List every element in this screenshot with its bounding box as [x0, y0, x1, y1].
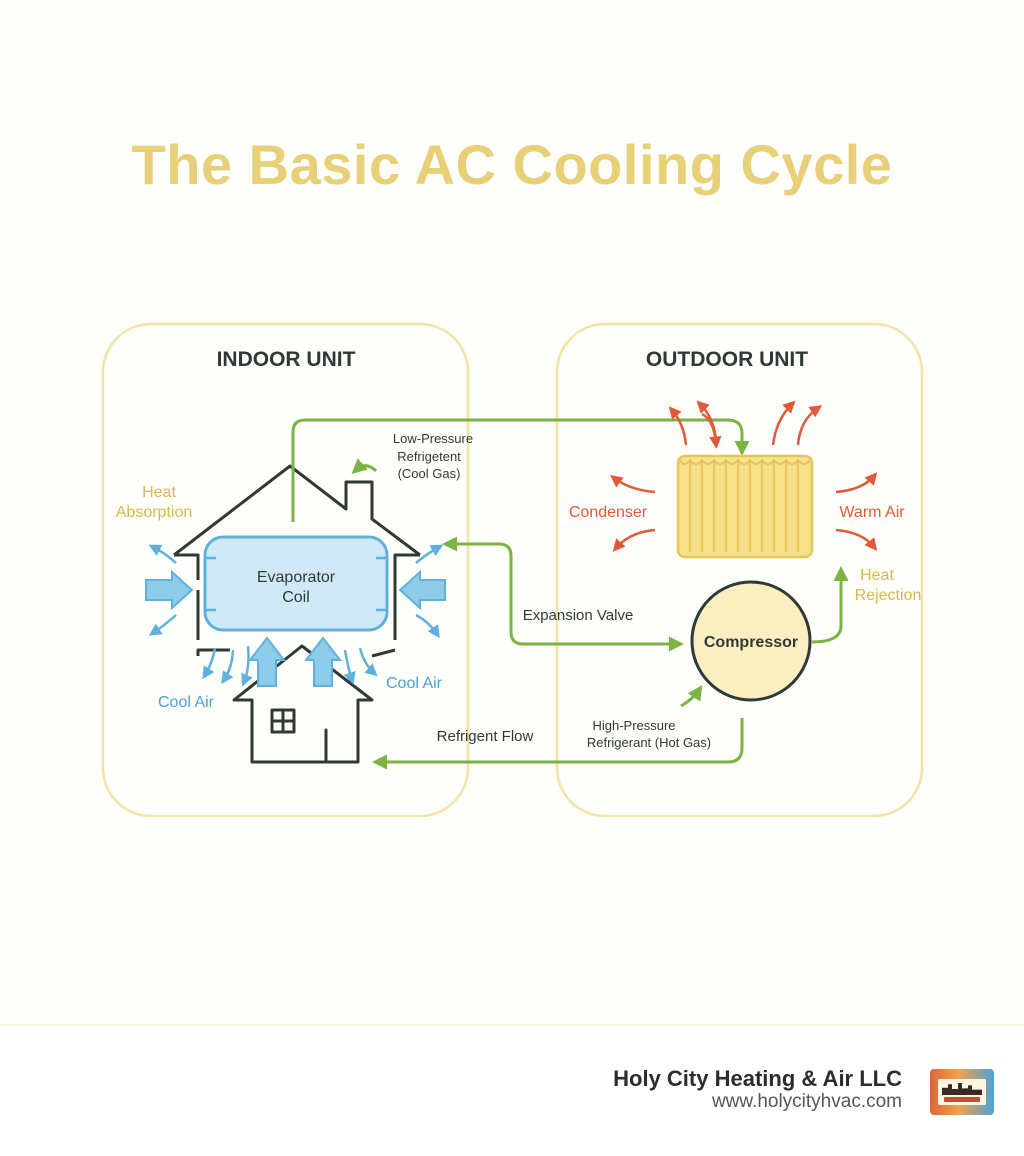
compressor-label: Compressor: [704, 634, 798, 651]
low-pressure-line2: Refrigetent: [397, 449, 461, 464]
heat-absorption-line1: Heat: [142, 484, 176, 501]
low-pressure-line1: Low-Pressure: [393, 431, 473, 446]
refrigerant-flow-label: Refrigent Flow: [437, 728, 534, 745]
evaporator-label-line1: Evaporator: [257, 569, 336, 586]
company-logo-icon: [930, 1069, 994, 1115]
cool-air-right-label: Cool Air: [386, 675, 443, 692]
company-website[interactable]: www.holycityhvac.com: [711, 1091, 902, 1112]
heat-absorption-line2: Absorption: [116, 504, 193, 521]
small-house-icon: [232, 644, 374, 764]
high-pressure-line1: High-Pressure: [592, 718, 675, 733]
evaporator-coil-icon: [203, 535, 389, 632]
condenser-coil-icon: [676, 454, 814, 559]
company-name: Holy City Heating & Air LLC: [613, 1066, 902, 1091]
warm-air-label: Warm Air: [839, 504, 905, 521]
ac-cycle-diagram: INDOOR UNIT OUTDOOR UNIT Evaporator Coil: [101, 322, 924, 818]
condenser-label: Condenser: [569, 504, 648, 521]
low-pressure-line3: (Cool Gas): [398, 466, 461, 481]
expansion-valve-label: Expansion Valve: [523, 607, 634, 624]
heat-rejection-line1: Heat: [860, 567, 894, 584]
high-pressure-line2: Refrigerant (Hot Gas): [587, 735, 711, 750]
indoor-unit-label: INDOOR UNIT: [217, 348, 356, 371]
outdoor-unit-label: OUTDOOR UNIT: [646, 348, 808, 371]
cool-air-arrow-icon: [148, 544, 444, 687]
cool-air-left-label: Cool Air: [158, 694, 215, 711]
evaporator-label-line2: Coil: [282, 589, 310, 606]
indoor-unit-panel: [101, 322, 470, 818]
refrigerant-line: [291, 418, 849, 770]
house-outline-icon: [173, 464, 421, 658]
heat-rejection-line2: Rejection: [855, 587, 922, 604]
inflow-arrow-icon: [145, 569, 446, 687]
heat-arrow-icon: [609, 400, 878, 552]
footer: [0, 1024, 1024, 1156]
diagram-title: The Basic AC Cooling Cycle: [131, 133, 893, 196]
compressor-icon: [690, 580, 812, 702]
outdoor-unit-panel: [555, 322, 924, 818]
